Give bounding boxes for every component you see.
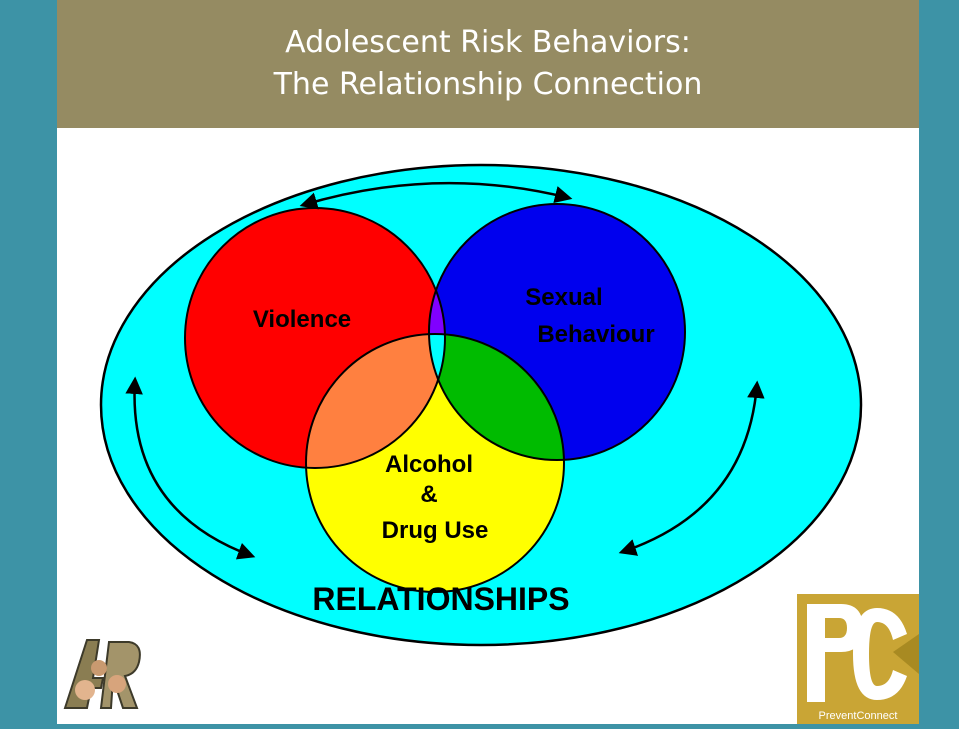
- 4r-logo: 4R: [57, 628, 141, 709]
- title-line-1: Adolescent Risk Behaviors:: [285, 25, 691, 60]
- ampersand-label: &: [420, 481, 437, 508]
- sexual-alcohol-overlap: [429, 334, 564, 460]
- alcohol-label: Alcohol: [385, 451, 473, 478]
- slide: Adolescent Risk Behaviors: The Relations…: [57, 0, 919, 724]
- sexual-label: Sexual: [525, 284, 602, 311]
- preventconnect-caption: PreventConnect: [819, 710, 898, 722]
- venn-diagram: Violence Sexual Behaviour Alcohol & Drug…: [99, 163, 863, 647]
- top-double-arrow: [299, 181, 573, 210]
- title-bar: Adolescent Risk Behaviors: The Relations…: [57, 0, 919, 128]
- behaviour-label: Behaviour: [537, 321, 654, 348]
- preventconnect-logo: PreventConnect: [797, 594, 919, 729]
- title-line-2: The Relationship Connection: [273, 67, 703, 102]
- right-double-arrow: [618, 380, 765, 556]
- drug-use-label: Drug Use: [382, 517, 489, 544]
- violence-label: Violence: [253, 306, 351, 333]
- relationships-label: RELATIONSHIPS: [312, 581, 569, 617]
- left-double-arrow: [125, 376, 256, 560]
- 4r-logo-text: 4R: [57, 628, 59, 629]
